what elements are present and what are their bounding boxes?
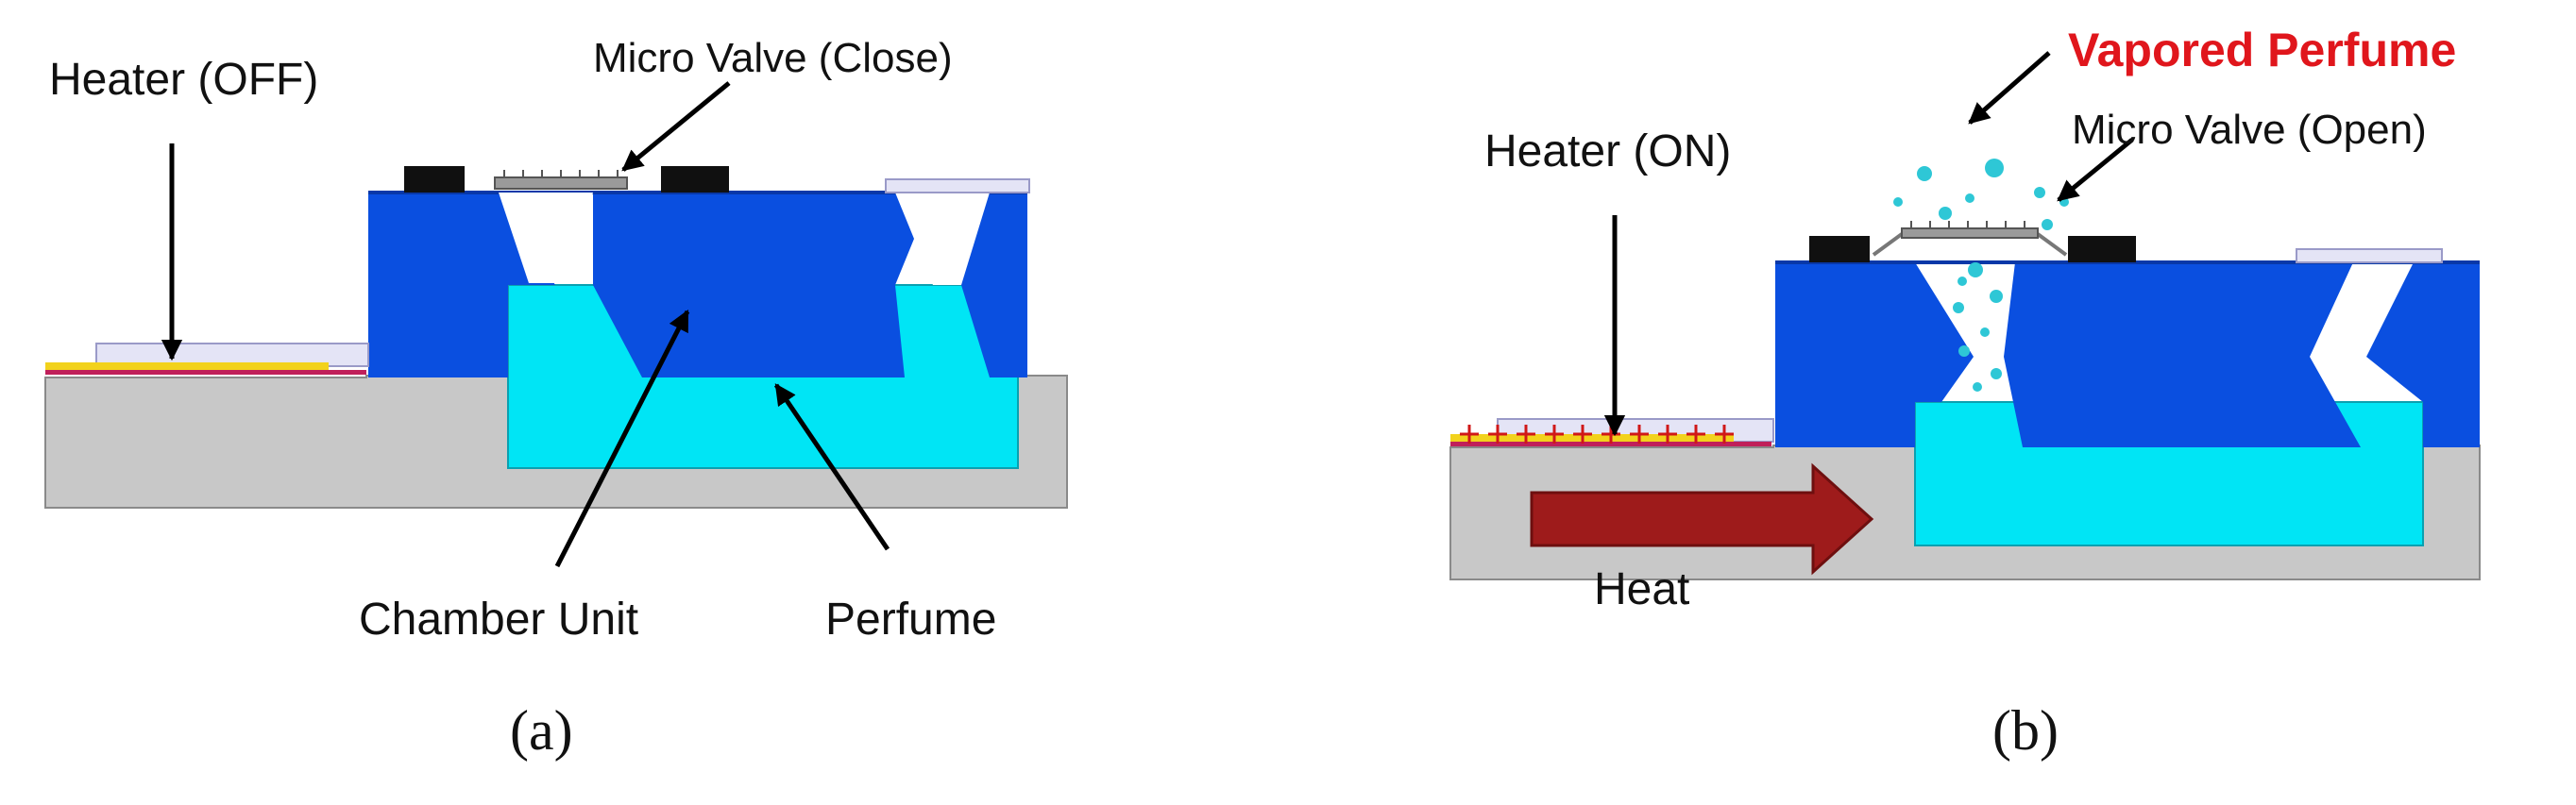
chamber-unit-label: Chamber Unit (359, 595, 638, 645)
heater-off-label: Heater (OFF) (49, 55, 318, 105)
vapor-arrow-b (1968, 51, 2051, 125)
panel-b: Vapored Perfume Micro Valve (Open) Heate… (1449, 24, 2481, 762)
valve-arrow-b (2057, 138, 2134, 202)
vapored-perfume-label: Vapored Perfume (2068, 24, 2456, 76)
vent-funnel-a (895, 193, 990, 285)
chamber-body-right-b (2366, 262, 2480, 447)
valve-membrane-b (1901, 227, 2039, 239)
valve-pad-left-b (1809, 236, 1870, 262)
heater-on-label: Heater (ON) (1484, 126, 1731, 176)
caption-b: (b) (1992, 699, 2059, 762)
valve-pad-right-a (661, 166, 729, 193)
chamber-arrow-a (554, 309, 690, 568)
valve-pins-b (1910, 221, 2025, 228)
heater-line-b (1450, 442, 1771, 446)
chamber-body-left-a (368, 193, 555, 377)
perfume-label-a: Perfume (825, 595, 996, 645)
heat-plus-marks (1460, 425, 1734, 444)
valve-pins-a (503, 170, 619, 177)
vent-cover-b (2296, 248, 2443, 263)
valve-pad-left-a (404, 166, 465, 193)
perfume-arrow-a (773, 383, 890, 551)
chamber-body-left-b (1775, 262, 1974, 447)
heat-arrow (1530, 462, 1874, 576)
vapor-droplets (1893, 159, 2069, 392)
heater-strip-b (1450, 434, 1734, 442)
valve-funnel-a (499, 193, 593, 283)
heater-line-a (45, 370, 366, 375)
heat-label: Heat (1594, 564, 1689, 614)
micro-valve-open-label: Micro Valve (Open) (2072, 107, 2427, 153)
chamber-body-right-a (961, 193, 1027, 377)
chamber-body-center-a (593, 193, 933, 377)
panel-a: Heater (OFF) Micro Valve (Close) Chamber… (44, 35, 1068, 762)
caption-a: (a) (510, 699, 573, 762)
vent-cover-a (885, 178, 1030, 193)
valve-arrow-a (621, 81, 731, 172)
valve-pad-right-b (2068, 236, 2136, 262)
micro-valve-closed-a (494, 176, 628, 190)
micro-valve-close-label: Micro Valve (Close) (593, 35, 953, 81)
heater-strip-a (45, 362, 329, 370)
chamber-body-center-b (2004, 262, 2361, 447)
